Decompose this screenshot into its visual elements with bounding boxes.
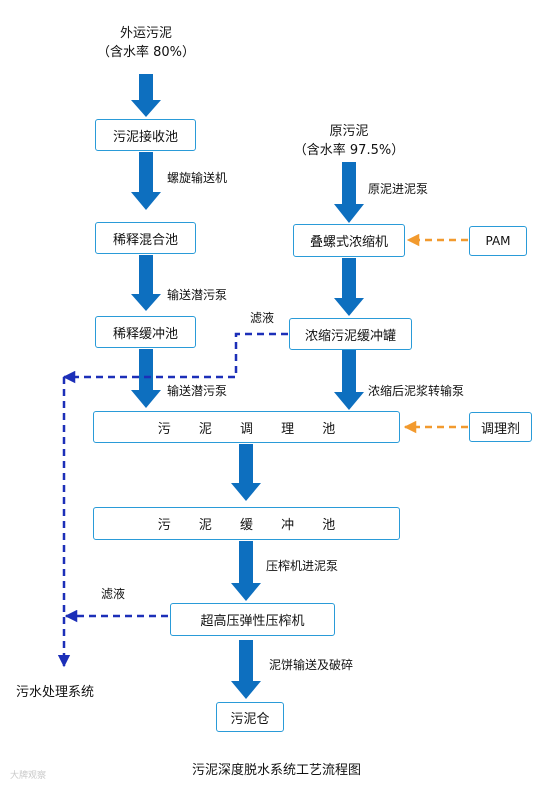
node-conditioning-tank: 污 泥 调 理 池 [93,411,400,443]
node-sludge-buffer-tank: 污 泥 缓 冲 池 [93,507,400,540]
arrow-source-to-receiving [131,74,161,117]
node-sludge-silo: 污泥仓 [216,702,284,732]
arrow-press-to-silo [231,640,261,699]
node-wastewater-system: 污水处理系统 [16,685,95,700]
chemical-dosing-arrows [403,233,468,434]
label-raw-feed-pump: 原泥进泥泵 [368,182,429,196]
label-transfer-pump-2: 输送潜污泵 [167,384,228,398]
watermark-logo: 大牌观察 [10,768,46,781]
node-stacked-screw-thickener: 叠螺式浓缩机 [293,224,405,257]
source-external-name: 外运污泥 [119,26,172,41]
node-filter-press: 超高压弹性压榨机 [170,603,335,636]
label-press-feed-pump: 压榨机进泥泵 [266,559,339,573]
source-external-sludge: 外运污泥 （含水率 80%） [97,24,195,62]
arrow-receiving-to-mixing [131,152,161,210]
node-dilution-buffer-tank: 稀释缓冲池 [95,316,196,348]
source-raw-name: 原污泥 [329,124,369,139]
node-pam: PAM [469,226,527,256]
node-conditioner: 调理剂 [469,412,532,442]
label-screw-conveyor: 螺旋输送机 [167,171,228,185]
label-transfer-pump-1: 输送潜污泵 [167,288,228,302]
source-external-moisture: （含水率 80%） [96,45,196,60]
filtrate-return-arrows [57,332,288,668]
label-filtrate-2: 滤液 [101,587,126,601]
label-thickened-transfer-pump: 浓缩后泥浆转输泵 [368,384,465,398]
label-filtrate-1: 滤液 [250,311,275,325]
arrow-raw-to-thickener [334,162,364,223]
label-cake-conveying: 泥饼输送及破碎 [269,658,354,672]
watermark-text: 大牌观察 [10,771,47,781]
arrow-buffer-to-conditioning [131,349,161,408]
node-thickened-buffer-tank: 浓缩污泥缓冲罐 [289,318,412,350]
node-dilution-mixing-tank: 稀释混合池 [95,222,196,254]
source-raw-moisture: （含水率 97.5%） [293,143,405,158]
arrow-conditioning-to-buffer [231,444,261,501]
main-flow-arrows [131,74,364,699]
arrow-buffer-to-press [231,541,261,601]
arrow-filtrate-from-thickened-tank [62,332,288,384]
arrow-thickener-to-tank [334,258,364,316]
diagram-caption: 污泥深度脱水系统工艺流程图 [191,763,361,778]
source-raw-sludge: 原污泥 （含水率 97.5%） [294,122,404,160]
node-receiving-tank: 污泥接收池 [95,119,196,151]
arrow-mixing-to-buffer [131,255,161,311]
arrow-tank-to-conditioning [334,350,364,410]
